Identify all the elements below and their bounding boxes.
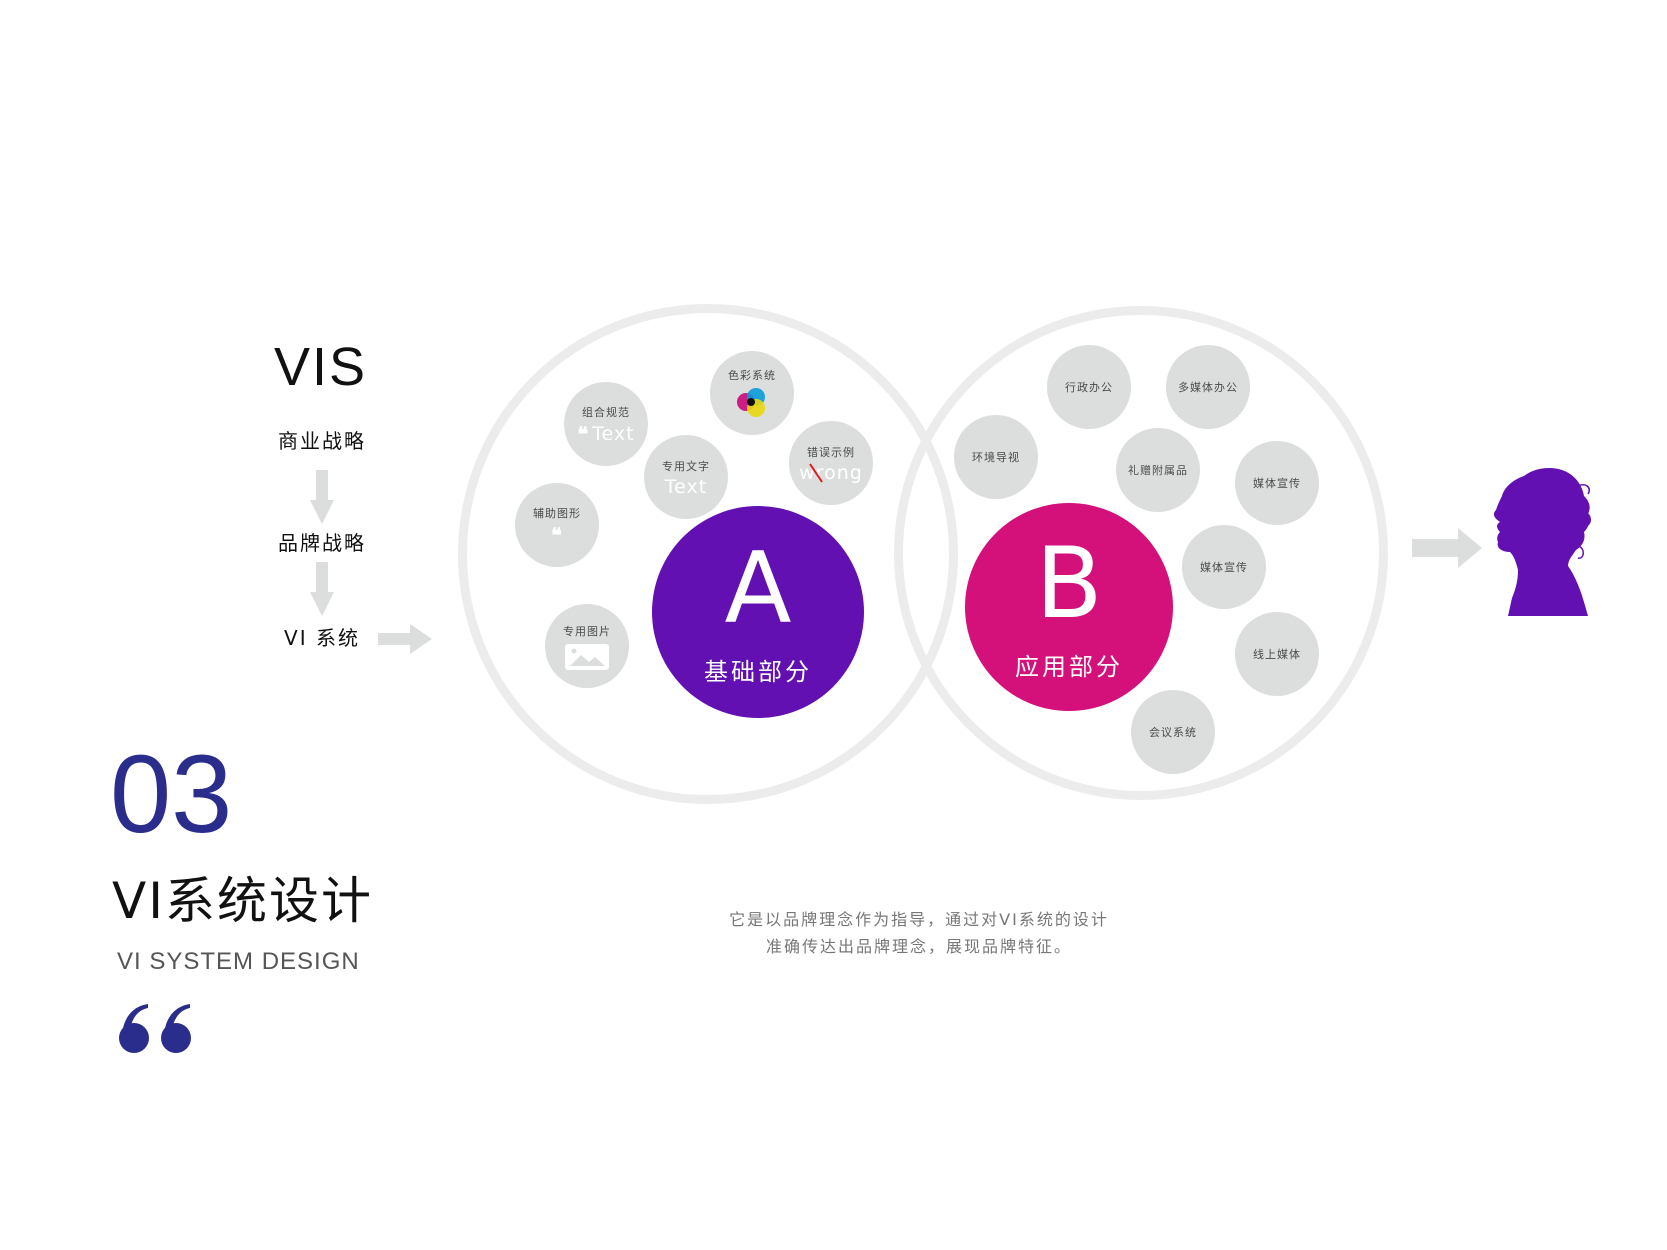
bubble-label: 媒体宣传 — [1200, 561, 1248, 574]
bubble-dedicated-text: 专用文字 Text — [644, 435, 728, 519]
bubble-color-system: 色彩系统 — [710, 351, 794, 435]
section-title: VI系统设计 — [112, 872, 373, 930]
part-b-letter: B — [1035, 526, 1103, 641]
section-number: 03 — [110, 733, 233, 856]
quote-icon: ❝ — [551, 523, 563, 547]
bubble-sub-text: Text — [664, 475, 708, 498]
part-b-label: 应用部分 — [1015, 652, 1123, 681]
bubble-sub-text: Text — [592, 422, 635, 445]
bubble-label: 线上媒体 — [1253, 648, 1301, 661]
description-line-1: 它是以品牌理念作为指导，通过对VI系统的设计 — [729, 910, 1109, 929]
bubble-combination-rules: 组合规范 ❝Text — [564, 382, 648, 466]
bubble-label: 错误示例 — [807, 445, 855, 459]
section-subtitle: VI SYSTEM DESIGN — [117, 948, 360, 975]
quote-mark-icon — [119, 1004, 191, 1053]
woman-profile-silhouette-icon — [1493, 468, 1591, 616]
cmy-color-icon — [737, 388, 765, 417]
description: 它是以品牌理念作为指导，通过对VI系统的设计 准确传达出品牌理念，展现品牌特征。 — [619, 906, 1219, 960]
bubble-gifts-accessories: 礼赠附属品 — [1116, 428, 1200, 512]
bubble-media-promotion: 媒体宣传 — [1182, 525, 1266, 609]
flow-step-brand-strategy: 品牌战略 — [278, 531, 366, 555]
bubble-multimedia-office: 多媒体办公 — [1166, 345, 1250, 429]
bubble-label: 礼赠附属品 — [1128, 464, 1188, 477]
bubble-dedicated-images: 专用图片 — [545, 604, 629, 688]
bubble-label: 媒体宣传 — [1253, 477, 1301, 490]
bubble-label: 组合规范 — [582, 406, 630, 419]
part-a-core-circle: A 基础部分 — [652, 506, 864, 718]
bubble-media-promotion: 媒体宣传 — [1235, 441, 1319, 525]
bubble-label: 行政办公 — [1065, 381, 1113, 394]
bubble-sub-text: wrong — [799, 461, 863, 484]
image-icon — [565, 643, 609, 670]
bubble-label: 辅助图形 — [533, 507, 581, 520]
part-a-letter: A — [724, 531, 792, 646]
strike-icon — [809, 462, 823, 483]
part-a-label: 基础部分 — [704, 657, 812, 686]
bubble-label: 色彩系统 — [728, 369, 776, 382]
bubble-label: 专用图片 — [563, 624, 611, 638]
bubble-conference-system: 会议系统 — [1131, 690, 1215, 774]
bubble-label: 环境导视 — [972, 451, 1020, 464]
bubble-environmental-signage: 环境导视 — [954, 415, 1038, 499]
vis-title: VIS — [274, 337, 368, 397]
quote-icon: ❝ — [577, 422, 590, 446]
bubble-administrative-office: 行政办公 — [1047, 345, 1131, 429]
flow-step-vi-system: VI 系统 — [284, 626, 360, 650]
flow-step-business-strategy: 商业战略 — [278, 429, 366, 453]
bubble-online-media: 线上媒体 — [1235, 612, 1319, 696]
part-b-core-circle: B 应用部分 — [965, 503, 1173, 711]
part-b-ring — [894, 306, 1388, 800]
arrow-down-icon — [310, 562, 334, 616]
bubble-wrong-example: 错误示例 wrong — [789, 421, 873, 505]
bubble-label: 多媒体办公 — [1178, 381, 1238, 394]
arrow-right-icon — [1412, 528, 1482, 568]
bubble-label: 专用文字 — [662, 459, 710, 473]
bubble-auxiliary-graphics: 辅助图形 ❝ — [515, 483, 599, 567]
bubble-label: 会议系统 — [1149, 726, 1197, 739]
arrow-right-icon — [378, 624, 432, 654]
arrow-down-icon — [310, 470, 334, 524]
description-line-2: 准确传达出品牌理念，展现品牌特征。 — [765, 937, 1072, 956]
